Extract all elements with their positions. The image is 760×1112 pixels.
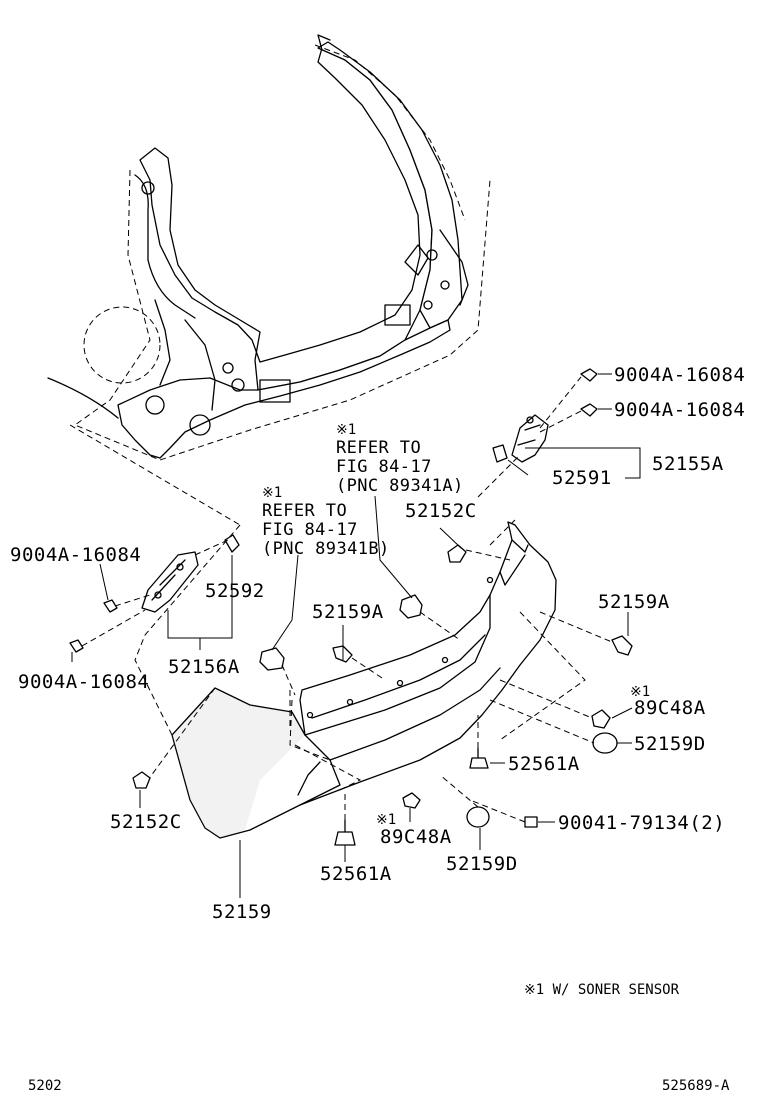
ref-b-line3: (PNC 89341B) (262, 539, 390, 559)
fasteners (132, 544, 633, 846)
label-90041-79134: 90041-79134(2) (558, 812, 725, 834)
ref-b-line2: FIG 84-17 (262, 520, 358, 540)
label-52561a-right: 52561A (508, 753, 580, 775)
ref-a-line1: REFER TO (336, 438, 421, 458)
label-52159d-right: 52159D (634, 733, 706, 755)
ref-a-line3: (PNC 89341A) (336, 476, 464, 496)
part-labels: 9004A-16084 9004A-16084 52155A 52591 521… (10, 364, 745, 923)
label-52561a-bottom: 52561A (320, 863, 392, 885)
label-52156a: 52156A (168, 656, 240, 678)
label-52159a-right: 52159A (598, 591, 670, 613)
reference-note-a: ※1 REFER TO FIG 84-17 (PNC 89341A) (336, 422, 464, 496)
label-9004a-16084-d: 9004A-16084 (18, 671, 149, 693)
label-52155a: 52155A (652, 453, 724, 475)
label-9004a-16084-b: 9004A-16084 (614, 399, 745, 421)
label-52152c-top: 52152C (405, 500, 477, 522)
label-89c48a-right: 89C48A (634, 697, 706, 719)
page-number: 5202 (28, 1078, 62, 1094)
rear-bumper-cover (147, 521, 557, 839)
mark-89c48a-bottom: ※1 (376, 812, 396, 828)
label-52592: 52592 (205, 580, 265, 602)
label-52159d-bottom: 52159D (446, 853, 518, 875)
assembly-lines (69, 424, 586, 791)
label-52591: 52591 (552, 467, 612, 489)
leader-lines (71, 373, 641, 898)
mark-89c48a-right: ※1 (630, 684, 650, 700)
label-89c48a-bottom: 89C48A (380, 826, 452, 848)
ref-b-line1: REFER TO (262, 501, 347, 521)
body-side-panel (47, 34, 491, 461)
label-52152c-left: 52152C (110, 811, 182, 833)
label-52159: 52159 (212, 901, 272, 923)
label-9004a-16084-a: 9004A-16084 (614, 364, 745, 386)
fuel-lid-outline (83, 306, 161, 384)
label-9004a-16084-c: 9004A-16084 (10, 544, 141, 566)
bracket-52156a (69, 534, 240, 653)
reference-note-b: ※1 REFER TO FIG 84-17 (PNC 89341B) (262, 485, 390, 559)
ref-b-mark: ※1 (262, 485, 282, 501)
figure-code: 525689-A (662, 1078, 730, 1094)
ref-a-mark: ※1 (336, 422, 356, 438)
footnote-soner-sensor: ※1 W/ SONER SENSOR (524, 982, 680, 998)
label-52159a-center: 52159A (312, 601, 384, 623)
ref-a-line2: FIG 84-17 (336, 457, 432, 477)
